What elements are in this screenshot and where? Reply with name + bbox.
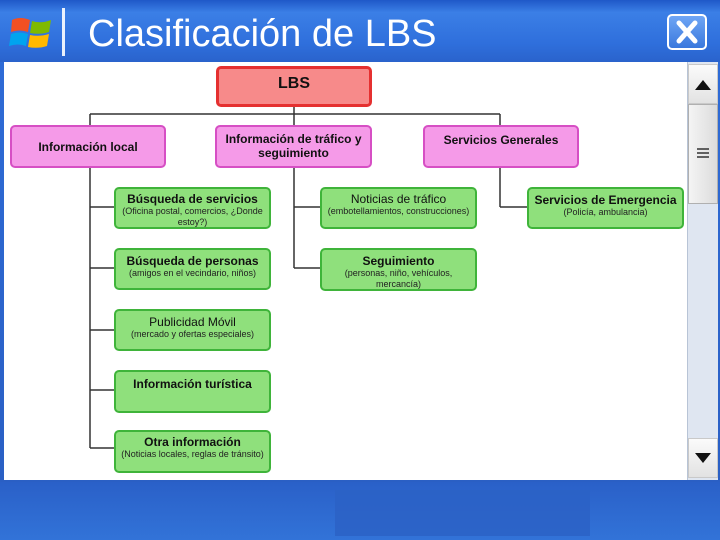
item-title: Seguimiento xyxy=(362,254,435,268)
item-otra-informacion: Otra información (Noticias locales, regl… xyxy=(114,430,271,473)
item-subtitle: (mercado y ofertas especiales) xyxy=(130,329,255,339)
item-subtitle: (Policía, ambulancia) xyxy=(563,207,648,217)
item-title: Servicios de Emergencia xyxy=(534,193,677,207)
category-traffic: Información de tráfico y seguimiento xyxy=(215,125,372,168)
category-label: Información de tráfico y seguimiento xyxy=(225,132,362,160)
vertical-scrollbar[interactable] xyxy=(687,62,718,480)
window-title: Clasificación de LBS xyxy=(88,13,437,55)
item-title: Búsqueda de personas xyxy=(126,254,259,268)
item-noticias-trafico: Noticias de tráfico (embotellamientos, c… xyxy=(320,187,477,229)
root-node: LBS xyxy=(216,66,372,107)
category-label: Información local xyxy=(38,140,138,154)
windows-logo-icon xyxy=(9,18,51,48)
item-title: Publicidad Móvil xyxy=(149,315,236,329)
item-subtitle: (Noticias locales, reglas de tránsito) xyxy=(121,449,264,459)
arrow-down-icon xyxy=(695,453,711,463)
close-icon xyxy=(676,20,698,44)
connector-lines xyxy=(89,107,527,449)
scroll-thumb[interactable] xyxy=(688,104,718,204)
category-local: Información local xyxy=(10,125,166,168)
bottom-panel xyxy=(335,490,590,536)
item-subtitle: (amigos en el vecindario, niños) xyxy=(128,268,257,278)
item-busqueda-personas: Búsqueda de personas (amigos en el vecin… xyxy=(114,248,271,290)
diagram-canvas: LBS Información local Información de trá… xyxy=(4,62,687,480)
item-subtitle: (Oficina postal, comercios, ¿Donde estoy… xyxy=(122,206,263,227)
category-general: Servicios Generales xyxy=(423,125,579,168)
category-label: Servicios Generales xyxy=(443,133,559,147)
item-busqueda-servicios: Búsqueda de servicios (Oficina postal, c… xyxy=(114,187,271,229)
scroll-down-button[interactable] xyxy=(688,438,718,478)
item-subtitle: (embotellamientos, construcciones) xyxy=(327,206,470,216)
item-servicios-emergencia: Servicios de Emergencia (Policía, ambula… xyxy=(527,187,684,229)
close-button[interactable] xyxy=(667,14,707,50)
item-subtitle: (personas, niño, vehículos, mercancía) xyxy=(344,268,453,289)
item-informacion-turistica: Información turística xyxy=(114,370,271,413)
item-title: Otra información xyxy=(144,435,241,449)
item-title: Búsqueda de servicios xyxy=(127,192,258,206)
arrow-up-icon xyxy=(695,80,711,90)
item-seguimiento: Seguimiento (personas, niño, vehículos, … xyxy=(320,248,477,291)
scroll-grip-icon xyxy=(697,148,709,158)
item-title: Noticias de tráfico xyxy=(350,192,447,206)
root-label: LBS xyxy=(278,75,310,92)
item-title: Información turística xyxy=(133,377,252,391)
title-separator xyxy=(62,8,65,56)
item-publicidad-movil: Publicidad Móvil (mercado y ofertas espe… xyxy=(114,309,271,351)
title-bar: Clasificación de LBS xyxy=(0,0,720,62)
scroll-up-button[interactable] xyxy=(688,64,718,104)
